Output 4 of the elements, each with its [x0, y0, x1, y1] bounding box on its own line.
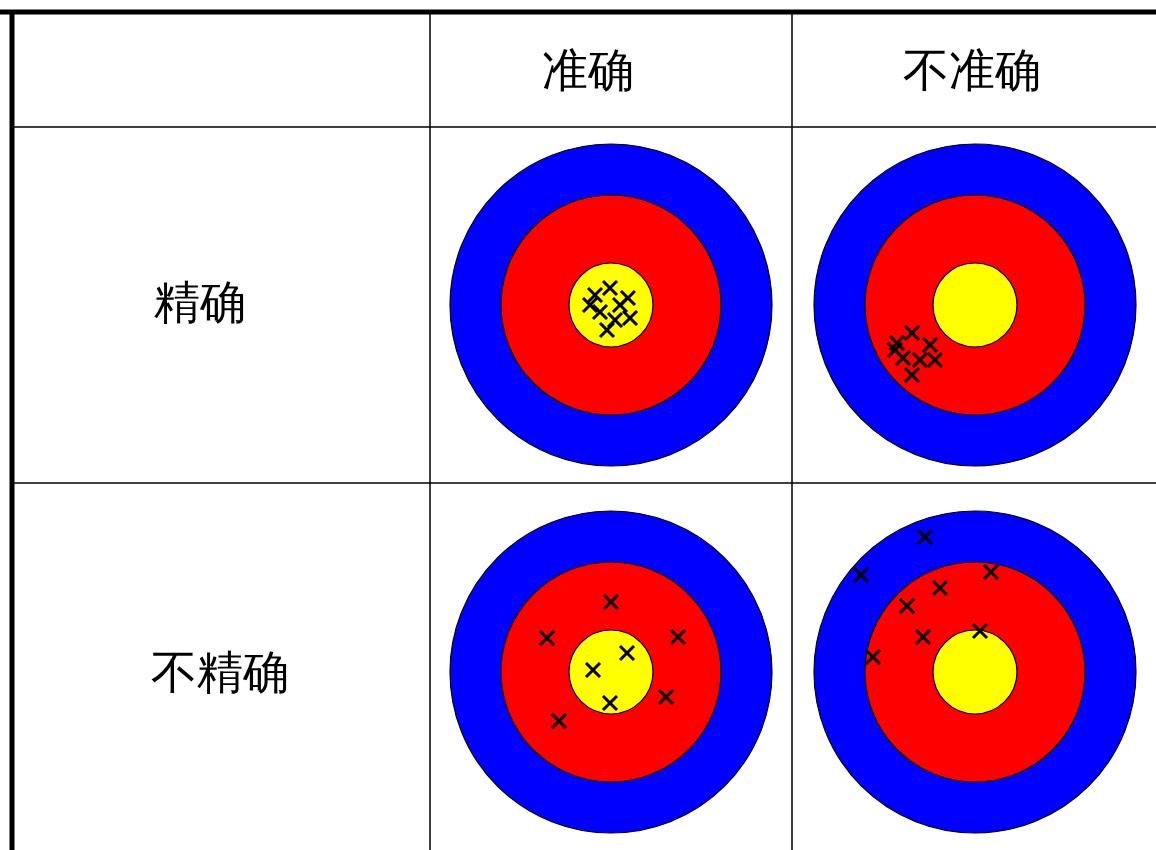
- row-header: 不精确: [151, 649, 289, 695]
- row-header: 精确: [154, 279, 246, 325]
- column-header: 不准确: [903, 47, 1041, 93]
- column-header: 准确: [542, 47, 634, 93]
